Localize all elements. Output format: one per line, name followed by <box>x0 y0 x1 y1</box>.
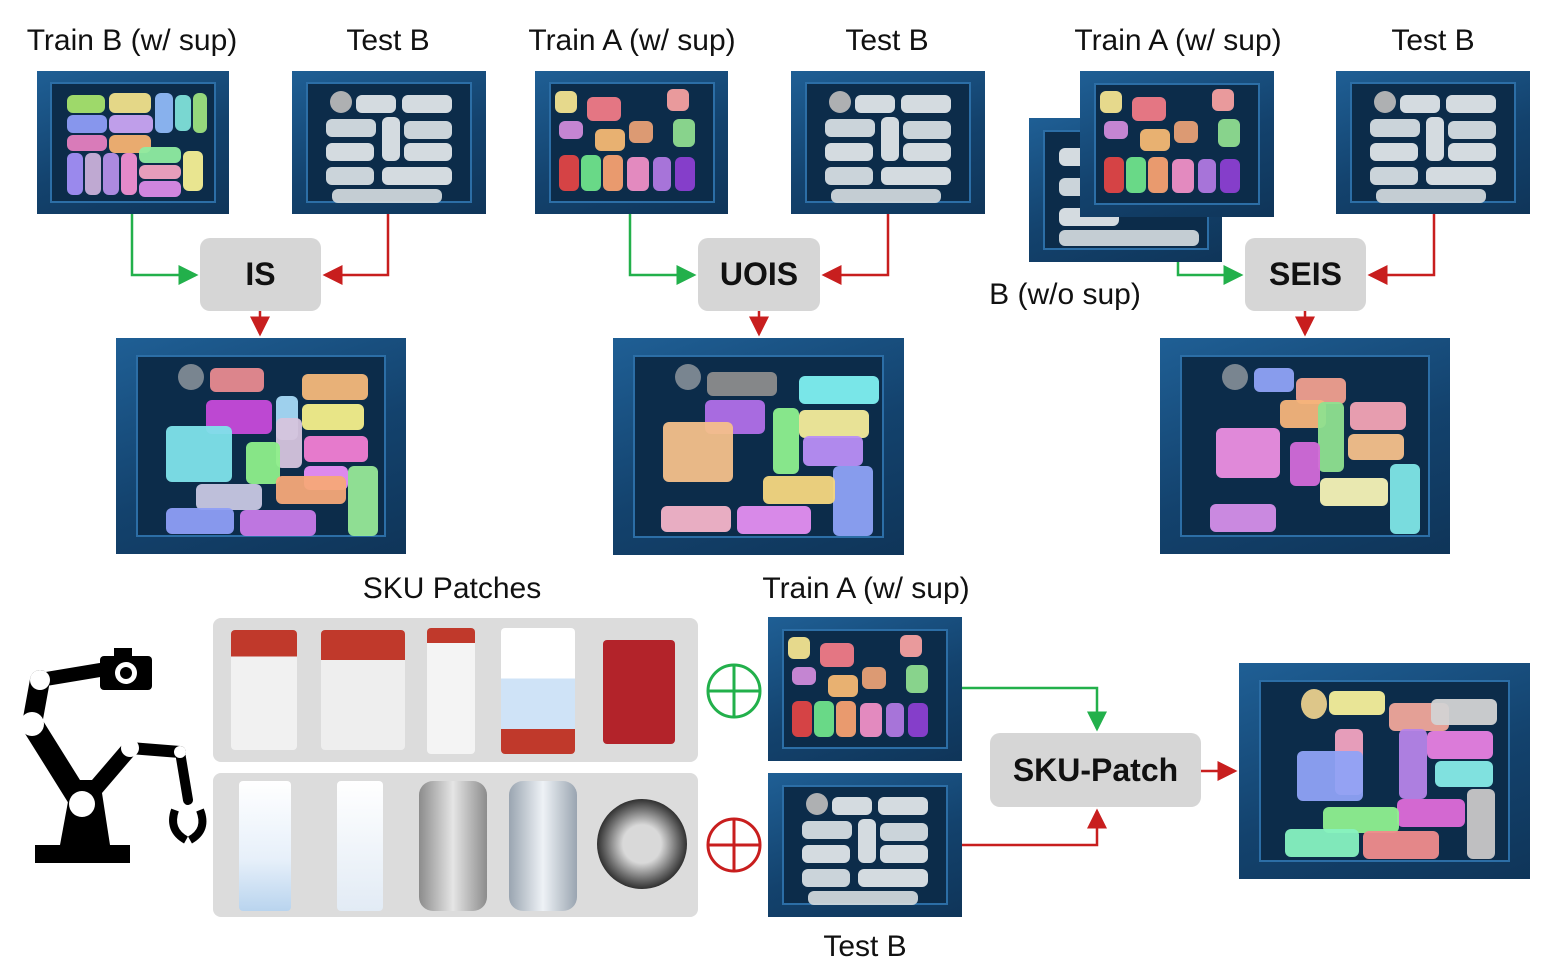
image-sku-test-b <box>768 773 962 917</box>
arrow-uois-train-to-uois <box>628 214 697 285</box>
image-seis-train-a <box>1080 71 1274 217</box>
oplus-icon-green <box>706 663 762 719</box>
method-box-seis: SEIS <box>1245 238 1366 311</box>
arrow-seis-test-to-seis <box>1367 214 1436 285</box>
robot-arm-icon <box>20 648 207 863</box>
sku-patches-can-panel <box>213 773 698 917</box>
arrow-uois-test-to-uois <box>821 214 890 285</box>
result-image-is <box>116 338 406 554</box>
robot-arm-icon-body <box>20 663 207 863</box>
label-uois-test: Test B <box>845 24 929 57</box>
arrow-seis-train-to-seis <box>1176 262 1244 285</box>
label-sku-test: Test B <box>823 930 907 963</box>
result-image-seis <box>1160 338 1450 554</box>
label-is-train: Train B (w/ sup) <box>26 24 238 57</box>
camera-icon <box>100 648 152 690</box>
image-is-train-b <box>37 71 229 214</box>
method-box-sku-patch: SKU-Patch <box>990 733 1201 807</box>
arrow-sku-train-to-sku-patch <box>962 686 1107 732</box>
arrow-is-train-to-is <box>130 214 199 285</box>
label-sku-patches: SKU Patches <box>362 572 542 605</box>
label-is-test: Test B <box>346 24 430 57</box>
arrow-is-test-to-is <box>322 214 390 285</box>
image-is-test-b <box>292 71 486 214</box>
image-sku-train-a <box>768 617 962 761</box>
label-sku-train: Train A (w/ sup) <box>762 572 970 605</box>
label-seis-train: Train A (w/ sup) <box>1074 24 1282 57</box>
result-image-uois <box>613 338 904 555</box>
image-seis-test-b <box>1336 71 1530 214</box>
image-uois-test-b <box>791 71 985 214</box>
sku-patches-milk-panel <box>213 618 698 762</box>
label-seis-unsup: B (w/o sup) <box>989 278 1141 311</box>
arrow-sku-test-to-sku-patch <box>962 808 1107 847</box>
image-uois-train-a <box>535 71 728 214</box>
label-seis-test: Test B <box>1391 24 1475 57</box>
label-uois-train: Train A (w/ sup) <box>528 24 736 57</box>
method-box-is: IS <box>200 238 321 311</box>
result-image-sku-patch <box>1239 663 1530 879</box>
method-box-uois: UOIS <box>698 238 820 311</box>
oplus-icon-red <box>706 817 762 873</box>
